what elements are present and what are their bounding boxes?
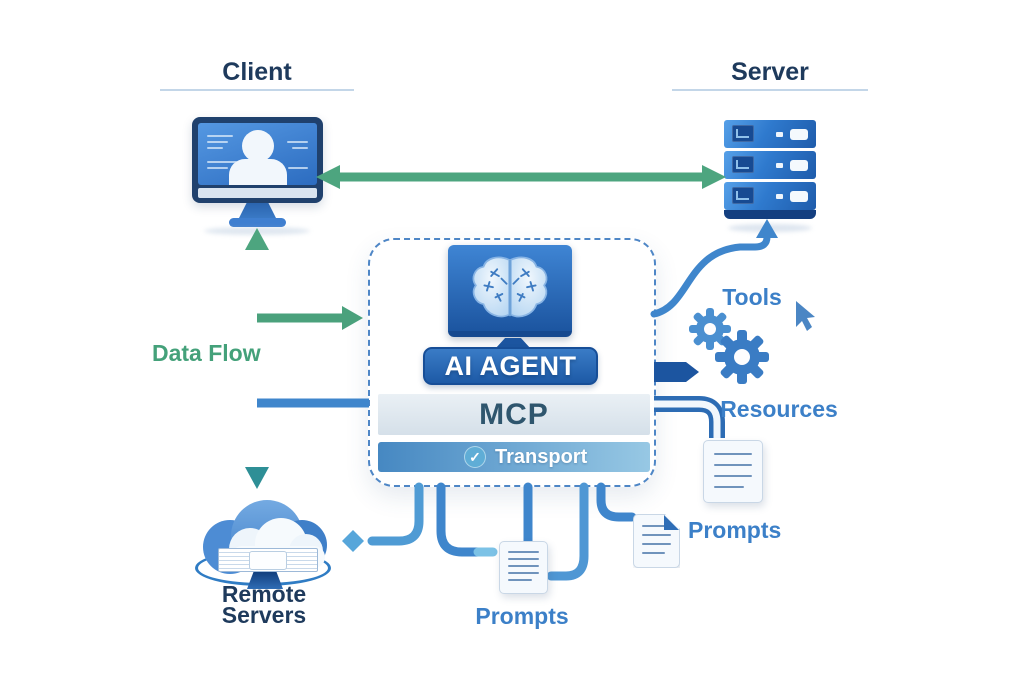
brain-monitor-stand (495, 338, 531, 349)
data-flow-label: Data Flow (152, 340, 261, 366)
prompts-document-icon (499, 541, 548, 594)
mcp-agent-box: AI AGENT MCP ✓ Transport (368, 238, 656, 487)
cloud-stand (247, 572, 283, 589)
diamond-arrow-icon (342, 530, 364, 552)
doc-line (714, 464, 752, 466)
brain-monitor-icon (448, 245, 572, 337)
client-monitor-base (229, 218, 286, 227)
client-underline (160, 89, 354, 91)
user-avatar-body (228, 159, 287, 185)
resources-document-icon (703, 440, 763, 503)
doc-line (508, 579, 533, 581)
server-unit (724, 182, 816, 210)
ai-agent-badge: AI AGENT (423, 347, 598, 385)
line (292, 147, 308, 149)
tools-arrow-icon (654, 362, 699, 382)
server-underline (672, 89, 868, 91)
doc-line (714, 486, 744, 488)
doc-line (508, 551, 539, 553)
server-unit (724, 120, 816, 148)
screen-text-lines (207, 135, 233, 149)
doc-line (714, 475, 752, 477)
cloud-remote-servers-icon (195, 498, 335, 593)
bottom-connectors (367, 482, 637, 581)
server-drive-slot (790, 191, 808, 202)
server-led (776, 132, 783, 137)
line (207, 147, 223, 149)
line (287, 141, 308, 143)
transport-bar: ✓ Transport (378, 442, 650, 472)
line (207, 135, 233, 137)
screen-text-lines (280, 161, 308, 169)
brain-icon (472, 256, 548, 318)
server-stack-tab (249, 551, 287, 570)
server-led (776, 194, 783, 199)
server-drive-slot (790, 129, 808, 140)
server-rack-base (724, 210, 816, 219)
client-server-arrow-icon (316, 165, 726, 189)
screen-text-lines (207, 161, 237, 169)
server-led (776, 163, 783, 168)
server-label: Server (731, 58, 809, 86)
line (207, 161, 237, 163)
check-glyph: ✓ (469, 448, 481, 465)
remote-servers-line1: Remote (221, 581, 307, 607)
remote-servers-line2: Servers (221, 602, 307, 628)
tools-connector-icon (650, 219, 778, 318)
doc-line (642, 543, 671, 545)
cursor-icon (796, 301, 815, 331)
client-monitor-frame (192, 117, 323, 203)
doc-line (508, 565, 539, 567)
server-unit (724, 151, 816, 179)
server-stack-icon (218, 548, 318, 572)
line (207, 141, 228, 143)
remote-servers-label: Remote Servers (221, 581, 307, 628)
user-avatar-head (241, 130, 274, 162)
client-monitor-chin (198, 188, 317, 198)
line (207, 167, 228, 169)
client-monitor-stand (238, 203, 277, 220)
server-panel-icon (732, 187, 754, 204)
doc-line (642, 525, 671, 527)
mcp-label: MCP (479, 397, 549, 431)
transport-label: Transport (495, 445, 588, 468)
gears-icon (689, 308, 769, 384)
prompts-folded-document-icon (633, 514, 680, 568)
doc-line (508, 572, 539, 574)
ai-agent-label: AI AGENT (444, 350, 577, 381)
server-panel-icon (732, 156, 754, 173)
server-panel-icon (732, 125, 754, 142)
check-icon: ✓ (464, 446, 486, 468)
doc-line (642, 534, 671, 536)
server-drive-slot (790, 160, 808, 171)
resources-pipe-icon (654, 396, 725, 438)
tools-label: Tools (722, 284, 782, 310)
client-label: Client (222, 58, 292, 86)
prompts-right-label: Prompts (688, 517, 782, 543)
line (288, 167, 308, 169)
doc-line (714, 453, 752, 455)
data-flow-arrow-icon (245, 228, 369, 489)
client-monitor-screen (198, 123, 317, 185)
mcp-bar: MCP (378, 394, 650, 435)
prompts-bottom-label: Prompts (475, 603, 569, 629)
doc-line (508, 558, 539, 560)
doc-line (642, 552, 665, 554)
resources-label: Resources (720, 396, 838, 422)
screen-text-lines (282, 135, 308, 149)
